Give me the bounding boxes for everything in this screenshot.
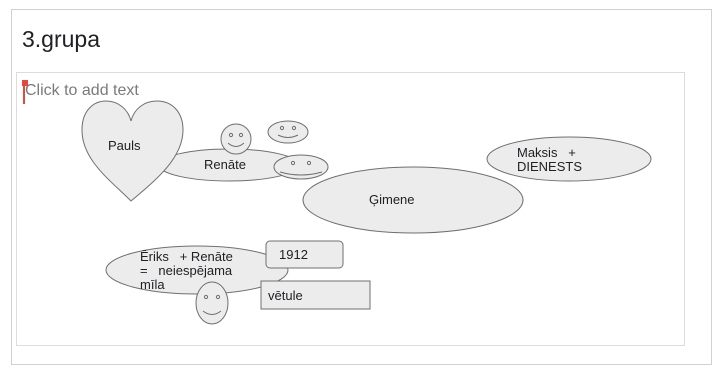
- vetule-label: vētule: [268, 288, 303, 303]
- renate-label: Renāte: [204, 157, 246, 172]
- gimene-ellipse[interactable]: [302, 166, 524, 234]
- maksis-ellipse[interactable]: [486, 136, 652, 182]
- maksis-label: Maksis + DIENESTS: [517, 145, 583, 174]
- text-placeholder[interactable]: Click to add text: [25, 82, 139, 99]
- text-cursor: [22, 80, 28, 104]
- smiley-face-icon[interactable]: [267, 120, 309, 144]
- heart-shape[interactable]: [81, 100, 184, 202]
- smiley-face-icon[interactable]: [195, 281, 229, 325]
- year-box[interactable]: [265, 240, 344, 269]
- text-placeholder-box[interactable]: [16, 72, 685, 346]
- vetule-box[interactable]: [260, 280, 371, 310]
- heart-label: Pauls: [108, 138, 141, 153]
- year-label: 1912: [279, 247, 308, 262]
- gimene-label: Ģimene: [369, 192, 415, 207]
- smiley-face-icon[interactable]: [273, 154, 329, 180]
- smiley-face-icon[interactable]: [220, 123, 252, 155]
- slide-title[interactable]: 3.grupa: [22, 26, 101, 52]
- eriks-label: Ēriks + Renāte = neiespējama mīla: [140, 249, 233, 292]
